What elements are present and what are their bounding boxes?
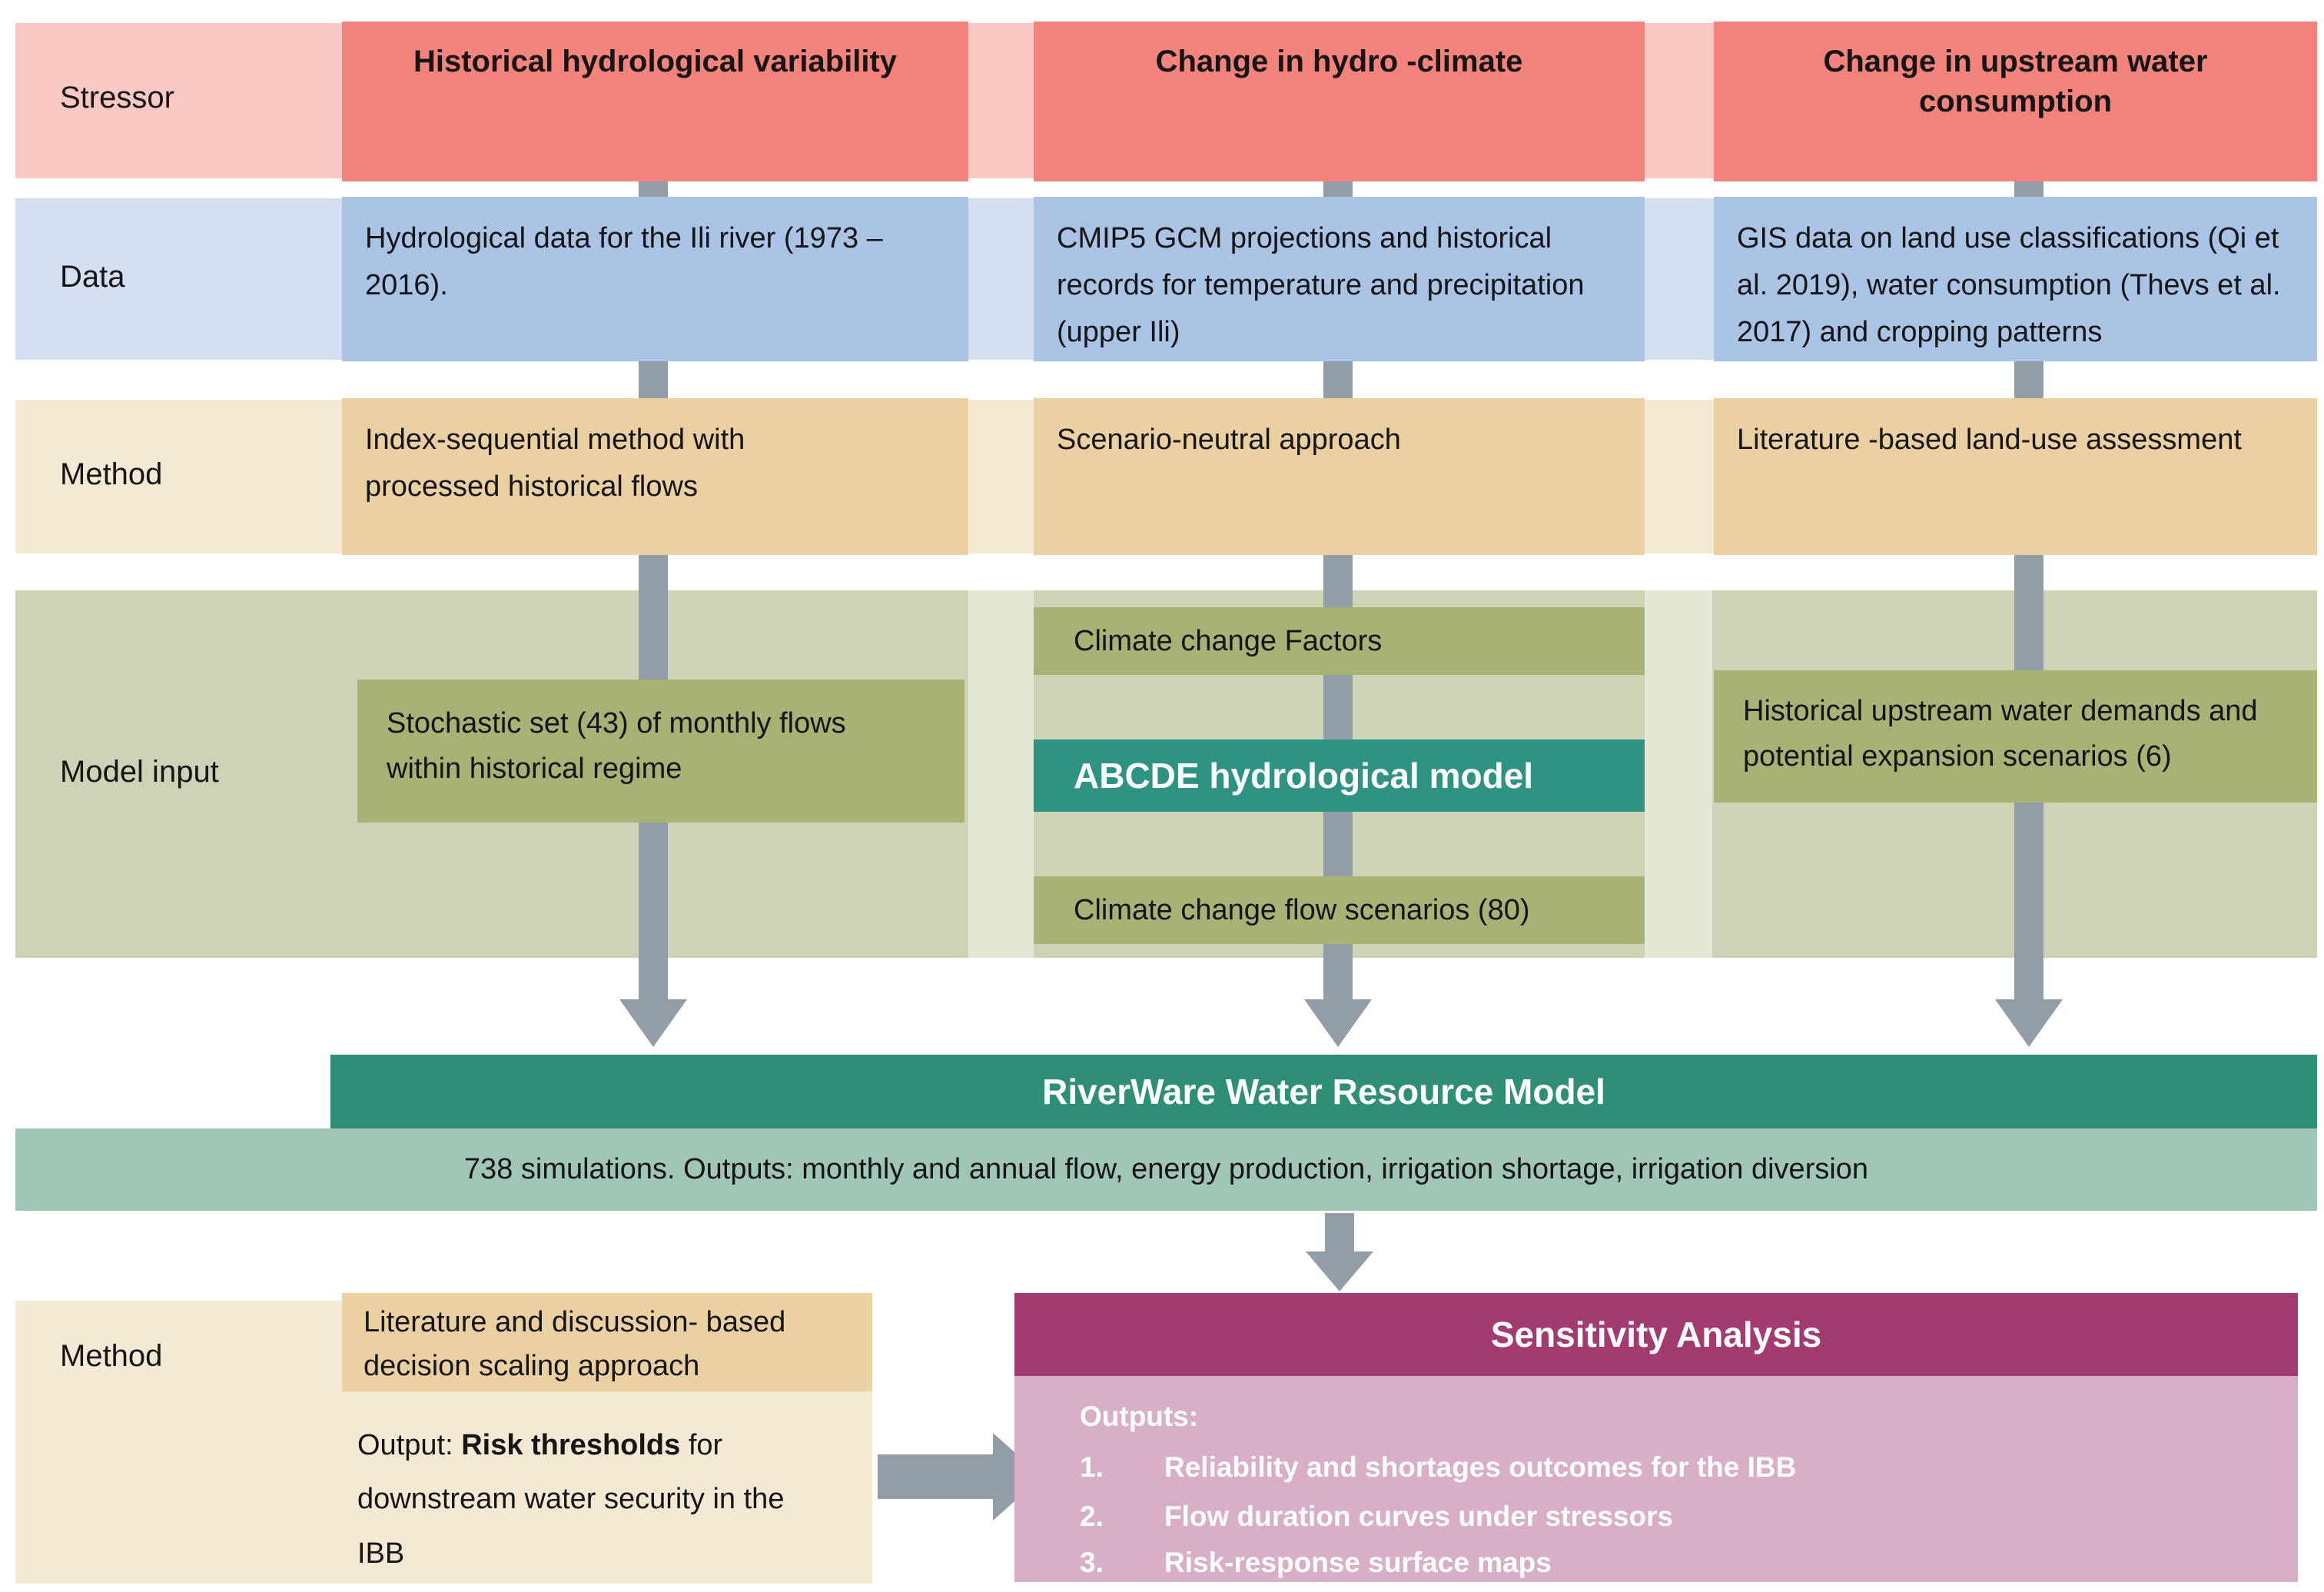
box-stressor-upstream-consumption-text: Change in upstream water consumption: [1823, 45, 2208, 118]
box-data-gis-text: GIS data on land use classifications (Qi…: [1737, 222, 2281, 348]
flow-arrowhead-column-1: [619, 999, 687, 1047]
sensitivity-item-1-num: 1.: [1080, 1451, 1104, 1483]
box-data-ili-river-text: Hydrological data for the Ili river (197…: [365, 222, 883, 301]
box-decision-scaling: Literature and discussion- based decisio…: [342, 1293, 872, 1391]
box-stressor-hydrological-variability: Historical hydrological variability: [342, 22, 968, 181]
sensitivity-item-1-text: Reliability and shortages outcomes for t…: [1164, 1451, 1797, 1483]
box-method-literature-landuse-text: Literature -based land-use assessment: [1737, 424, 2242, 456]
box-model-climate-factors-text: Climate change Factors: [1074, 624, 1383, 657]
model-band-gap-1: [968, 590, 1034, 958]
bottom-method-label: Method: [60, 1339, 163, 1373]
sensitivity-item-3-text: Risk-response surface maps: [1164, 1547, 1552, 1578]
box-model-upstream-demands: Historical upstream water demands and po…: [1714, 670, 2317, 803]
riverware-subtitle: 738 simulations. Outputs: monthly and an…: [463, 1153, 1869, 1185]
output-rest: for downstream water security in the IBB: [357, 1429, 785, 1570]
sensitivity-item-3-num: 3.: [1080, 1547, 1104, 1578]
sensitivity-body: Outputs: 1. Reliability and shortages ou…: [1014, 1376, 2298, 1582]
box-method-literature-landuse: Literature -based land-use assessment: [1714, 398, 2317, 555]
sensitivity-item-2-num: 2.: [1080, 1501, 1104, 1532]
box-data-ili-river: Hydrological data for the Ili river (197…: [342, 197, 968, 361]
box-method-index-sequential: Index-sequential method with processed h…: [342, 398, 968, 555]
right-arrow-line: [878, 1454, 994, 1499]
box-model-stochastic-set: Stochastic set (43) of monthly flows wit…: [357, 680, 964, 823]
box-data-cmip5: CMIP5 GCM projections and historical rec…: [1034, 197, 1645, 361]
output-risk-thresholds: Output: Risk thresholds for downstream w…: [357, 1418, 818, 1580]
sensitivity-title: Sensitivity Analysis: [1490, 1314, 1822, 1354]
flow-arrowhead-column-3: [1995, 999, 2063, 1047]
flow-arrowhead-column-2: [1304, 999, 1372, 1047]
model-band-gap-2: [1645, 590, 1712, 958]
box-model-climate-factors: Climate change Factors: [1034, 607, 1645, 675]
box-decision-scaling-text: Literature and discussion- based decisio…: [364, 1306, 786, 1382]
method-row-label: Method: [60, 457, 163, 491]
box-method-scenario-neutral-text: Scenario-neutral approach: [1057, 424, 1401, 456]
box-model-flow-scenarios: Climate change flow scenarios (80): [1034, 876, 1645, 944]
box-data-gis: GIS data on land use classifications (Qi…: [1714, 197, 2317, 361]
riverware-header: RiverWare Water Resource Model: [330, 1055, 2317, 1128]
riverware-down-arrow-line: [1325, 1213, 1354, 1253]
box-stressor-upstream-consumption: Change in upstream water consumption: [1714, 22, 2317, 181]
box-method-index-sequential-text: Index-sequential method with processed h…: [365, 424, 745, 503]
stressor-row-label: Stressor: [60, 81, 174, 115]
riverware-subtitle-band: 738 simulations. Outputs: monthly and an…: [15, 1128, 2317, 1211]
box-data-cmip5-text: CMIP5 GCM projections and historical rec…: [1057, 222, 1585, 348]
riverware-down-arrowhead: [1306, 1251, 1373, 1291]
output-prefix: Output:: [357, 1429, 462, 1461]
sensitivity-header: Sensitivity Analysis: [1014, 1293, 2298, 1376]
riverware-title: RiverWare Water Resource Model: [1042, 1072, 1605, 1112]
box-model-flow-scenarios-text: Climate change flow scenarios (80): [1074, 893, 1530, 926]
box-method-scenario-neutral: Scenario-neutral approach: [1034, 398, 1645, 555]
box-model-stochastic-set-text: Stochastic set (43) of monthly flows wit…: [387, 707, 846, 785]
box-model-upstream-demands-text: Historical upstream water demands and po…: [1743, 695, 2258, 773]
box-model-abcde-text: ABCDE hydrological model: [1074, 756, 1534, 796]
sensitivity-outputs-label: Outputs:: [1080, 1401, 1199, 1432]
box-stressor-hydrological-variability-text: Historical hydrological variability: [413, 45, 898, 78]
box-stressor-hydro-climate: Change in hydro -climate: [1034, 22, 1645, 181]
box-model-abcde: ABCDE hydrological model: [1034, 739, 1645, 812]
data-row-label: Data: [60, 260, 125, 294]
sensitivity-item-2-text: Flow duration curves under stressors: [1164, 1501, 1674, 1532]
output-bold: Risk thresholds: [461, 1429, 681, 1461]
box-stressor-hydro-climate-text: Change in hydro -climate: [1155, 45, 1523, 78]
model-input-row-label: Model input: [60, 755, 219, 789]
